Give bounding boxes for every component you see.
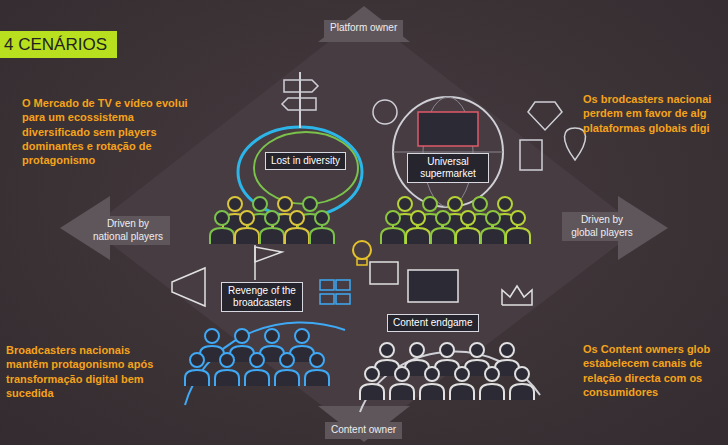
person-icon (431, 211, 455, 244)
tablet-icon (408, 270, 458, 302)
person-icon (305, 353, 329, 386)
people-group (381, 197, 530, 244)
scenario-box: Content endgame (387, 314, 479, 332)
person-icon (185, 353, 209, 386)
person-icon (456, 211, 480, 244)
box-text: Lost in diversity (271, 155, 340, 167)
film-icon (336, 294, 350, 304)
box-text: Universal supermarket (413, 156, 483, 180)
person-icon (235, 211, 259, 244)
film-icon (320, 280, 334, 290)
lightbulb-icon (353, 241, 371, 259)
globe (393, 97, 503, 207)
scenario-box: Lost in diversity (265, 152, 346, 170)
scenario-description: O Mercado de TV e vídeo evolui para um e… (22, 96, 204, 167)
person-icon (510, 367, 534, 400)
person-icon (310, 211, 334, 244)
axis-label: Content owner (325, 422, 402, 439)
slide-title: 4 CENÁRIOS (4, 35, 107, 54)
axis-label: Driven by global players (562, 212, 642, 241)
person-icon (480, 367, 504, 400)
axis-label: Driven by national players (86, 216, 170, 245)
megaphone-icon (172, 268, 205, 306)
box-text: Driven by national players (92, 218, 164, 243)
people-group (185, 329, 329, 386)
person-icon (275, 353, 299, 386)
screen-icon (418, 112, 478, 146)
signpost (284, 80, 318, 92)
lightbulb-icon (357, 259, 367, 265)
clapperboard-icon (370, 262, 398, 284)
person-icon (420, 367, 444, 400)
person-icon (285, 211, 309, 244)
title-band: 4 CENÁRIOS (0, 31, 117, 58)
box-text: Driven by global players (568, 214, 636, 239)
person-icon (406, 211, 430, 244)
person-icon (381, 211, 405, 244)
person-icon (260, 211, 284, 244)
gem-icon (528, 102, 562, 130)
person-icon (360, 367, 384, 400)
scenario-description: Os brodcasters nacionai perdem em favor … (583, 92, 723, 135)
film-icon (520, 140, 542, 170)
axis-tip (318, 406, 410, 442)
globe-arc (185, 322, 345, 405)
diversity-loop (254, 132, 358, 204)
axis-diamond (90, 14, 640, 438)
box-text: Platform owner (330, 22, 397, 35)
film-icon (320, 294, 334, 304)
axis-tip (318, 6, 410, 42)
box-text: Content owner (331, 424, 396, 437)
film-icon (336, 280, 350, 290)
ball-icon (373, 100, 397, 124)
box-text: Revenge of the broadcasters (227, 285, 297, 309)
person-icon (506, 211, 530, 244)
scenario-box: Revenge of the broadcasters (221, 282, 303, 312)
people-group (360, 343, 534, 400)
person-icon (210, 211, 234, 244)
axis-label: Platform owner (324, 20, 403, 37)
scenario-description: Os Content owners glob estabelecem canai… (583, 342, 723, 399)
box-text: Content endgame (393, 317, 473, 329)
person-icon (481, 211, 505, 244)
crown-icon (502, 286, 532, 305)
person-icon (245, 353, 269, 386)
person-icon (450, 367, 474, 400)
people-group (210, 197, 334, 244)
scenario-box: Universal supermarket (407, 153, 489, 183)
person-icon (390, 367, 414, 400)
flag-icon (255, 247, 282, 262)
signpost (282, 98, 316, 110)
person-icon (215, 353, 239, 386)
pin-icon (564, 128, 585, 160)
scenario-description: Broadcasters nacionais mantêm protagonis… (6, 343, 166, 400)
